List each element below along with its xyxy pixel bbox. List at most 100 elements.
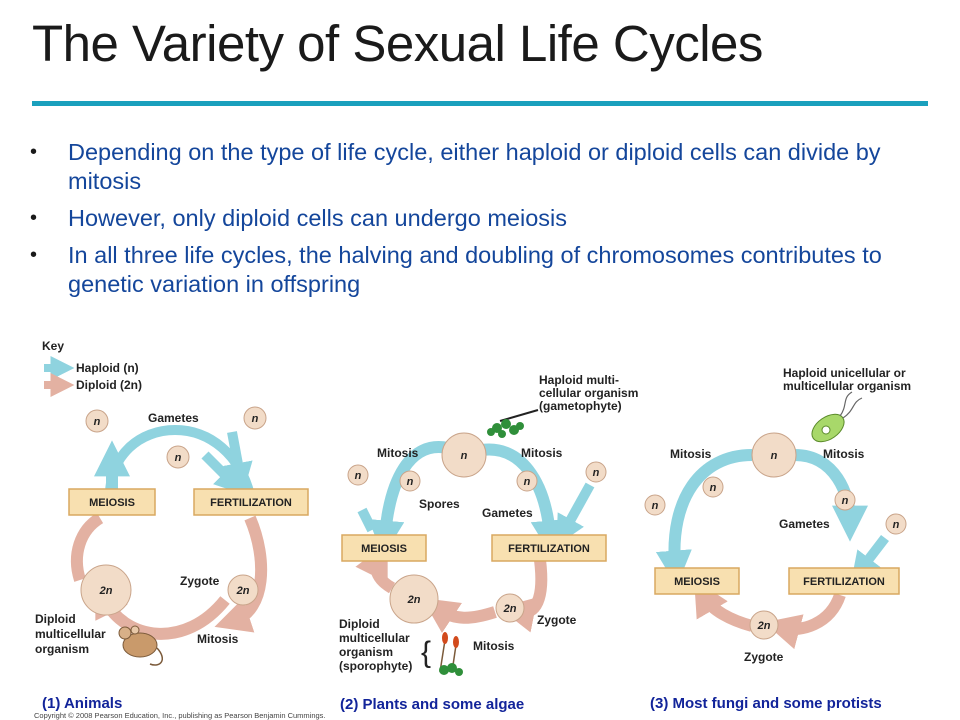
spore-cell <box>399 470 421 492</box>
cell-label: n <box>252 413 259 425</box>
diploid-arrow-to-meiosis <box>70 512 104 582</box>
sporophyte-bracket-icon: { <box>421 636 431 669</box>
moss-icon <box>487 419 524 438</box>
sporophyte-label: Diploid multicellular organism (sporophy… <box>339 617 413 673</box>
mitosis-right-label: Mitosis <box>521 446 563 460</box>
key-title: Key <box>42 339 64 353</box>
meiosis-label: MEIOSIS <box>674 576 720 588</box>
gamete-arrow <box>851 534 889 583</box>
haploid-cell <box>702 476 724 498</box>
bullet-dot-icon: • <box>30 141 38 163</box>
mitosis-arrow-right <box>794 449 868 542</box>
diploid-organism-label: Diploid multicellular organism <box>35 612 109 656</box>
cell-label: n <box>355 470 362 482</box>
mitosis-label: Mitosis <box>197 632 239 646</box>
cell-label: 2n <box>503 603 517 615</box>
haploid-cell <box>644 494 666 516</box>
gamete-arrow <box>556 482 595 546</box>
haploid-key-label: Haploid (n) <box>76 361 139 375</box>
meiosis-label: MEIOSIS <box>361 543 407 555</box>
bullet-list: • Depending on the type of life cycle, ei… <box>30 138 910 307</box>
gametes-label: Gametes <box>779 517 830 531</box>
copyright-notice: Copyright © 2008 Pearson Education, Inc.… <box>34 711 326 720</box>
diploid-arrow-to-zygote <box>764 592 846 650</box>
caption-fungi: (3) Most fungi and some protists <box>650 695 882 712</box>
key-legend: Key Haploid (n) Diploid (2n) <box>42 339 142 397</box>
bullet-dot-icon: • <box>30 244 38 266</box>
gamete-cell <box>585 461 607 483</box>
gamete-cell <box>516 470 538 492</box>
cell-label: n <box>842 495 849 507</box>
organism-line: multicellular organism <box>783 379 911 393</box>
cell-label: 2n <box>407 594 421 606</box>
cell-label: n <box>652 500 659 512</box>
cell-label: 2n <box>99 585 113 597</box>
mitosis-right-label: Mitosis <box>823 447 865 461</box>
organism-line: Diploid <box>35 612 76 626</box>
haploid-organism-cell <box>441 432 487 478</box>
gamete-cell <box>885 513 907 535</box>
haploid-organism-label: Haploid unicellular or multicellular org… <box>783 366 911 393</box>
fertilization-label: FERTILIZATION <box>803 576 885 588</box>
haploid-cell <box>243 406 267 430</box>
bullet-item: •However, only diploid cells can undergo… <box>30 204 910 233</box>
diploid-arrow-to-meiosis <box>694 579 754 632</box>
mitosis-left-label: Mitosis <box>670 447 712 461</box>
cell-label: n <box>710 482 717 494</box>
spores-label: Spores <box>419 497 460 511</box>
diploid-key-label: Diploid (2n) <box>76 378 142 392</box>
gamete-cell <box>834 489 856 511</box>
fertilization-box <box>193 488 309 516</box>
gametophyte-label: Haploid multi- cellular organism (gameto… <box>539 373 642 413</box>
fertilization-label: FERTILIZATION <box>508 543 590 555</box>
cell-label: n <box>771 450 778 462</box>
gametophyte-line: cellular organism <box>539 386 638 400</box>
panel-animals: MEIOSIS FERTILIZATION n n n Gametes 2n 2… <box>35 406 309 712</box>
panel-plants: MEIOSIS FERTILIZATION n n n n n 2n 2n Mi… <box>339 373 642 713</box>
fertilization-box <box>788 567 900 595</box>
sporophyte-line: (sporophyte) <box>339 659 412 673</box>
caption-plants: (2) Plants and some algae <box>340 696 524 713</box>
slide-title: The Variety of Sexual Life Cycles <box>32 15 763 72</box>
mitosis-arrow-bottom <box>422 598 497 633</box>
organism-line: multicellular <box>35 627 106 641</box>
bullet-text: Depending on the type of life cycle, eit… <box>68 139 881 194</box>
diploid-arrow-to-zygote <box>498 559 548 633</box>
fertilization-label: FERTILIZATION <box>210 497 292 509</box>
zygote-label: Zygote <box>537 613 577 627</box>
gametes-label: Gametes <box>148 411 199 425</box>
organism-line: organism <box>35 642 89 656</box>
caption-animals: (1) Animals <box>42 695 122 712</box>
bullet-text: However, only diploid cells can undergo … <box>68 205 567 231</box>
cell-label: n <box>461 450 468 462</box>
protist-icon <box>811 391 863 443</box>
cell-label: 2n <box>757 620 771 632</box>
fertilization-box <box>491 534 607 562</box>
haploid-organism-cell <box>751 432 797 478</box>
diploid-arrow-to-zygote <box>214 515 268 633</box>
mitosis-arrow-left <box>368 441 450 557</box>
panel-fungi: MEIOSIS FERTILIZATION n n n n n 2n Mitos… <box>644 366 911 712</box>
meiosis-label: MEIOSIS <box>89 497 135 509</box>
bullet-text: In all three life cycles, the halving an… <box>68 242 882 297</box>
zygote-cell <box>749 610 779 640</box>
gamete-arrow-center <box>201 451 245 495</box>
title-rule <box>32 101 928 106</box>
bullet-item: • In all three life cycles, the halving a… <box>30 241 910 299</box>
diploid-cell <box>389 574 439 624</box>
zygote-cell <box>227 574 259 606</box>
gametophyte-line: Haploid multi- <box>539 373 619 387</box>
diploid-arrow-to-meiosis <box>355 542 396 594</box>
zygote-label: Zygote <box>744 650 784 664</box>
sporophyte-line: Diploid <box>339 617 380 631</box>
cell-label: n <box>94 416 101 428</box>
mitosis-left-label: Mitosis <box>377 446 419 460</box>
mitosis-bottom-label: Mitosis <box>473 639 515 653</box>
zygote-cell <box>495 593 525 623</box>
meiosis-box <box>68 488 156 516</box>
organism-line: Haploid unicellular or <box>783 366 906 380</box>
haploid-cell <box>85 409 109 433</box>
cell-label: n <box>524 476 531 488</box>
spore-cell <box>347 464 369 486</box>
